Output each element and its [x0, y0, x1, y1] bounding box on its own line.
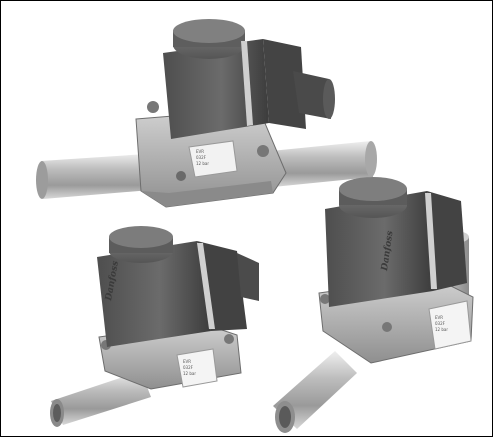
top-valve-connector: [293, 71, 331, 119]
svg-text:EVR: EVR: [183, 359, 191, 364]
right-valve-coil: [325, 191, 433, 307]
svg-text:032F: 032F: [183, 365, 194, 370]
left-valve-pipe: [51, 371, 151, 425]
svg-text:12 bar: 12 bar: [196, 161, 209, 166]
left-valve-coil: [97, 241, 211, 347]
top-valve: EVR 032F 12 bar: [36, 19, 377, 208]
svg-text:EVR: EVR: [196, 149, 204, 154]
svg-text:032F: 032F: [435, 321, 446, 326]
svg-text:12 bar: 12 bar: [183, 371, 196, 376]
right-valve-label-tag: [428, 300, 472, 350]
top-valve-left-pipe: [41, 153, 163, 199]
svg-text:12 bar: 12 bar: [435, 327, 448, 332]
top-valve-label-tag: [188, 140, 238, 178]
svg-text:EVR: EVR: [435, 315, 443, 320]
left-valve: EVR 032F 12 bar Danfoss: [50, 226, 259, 427]
left-valve-label-tag: [176, 348, 218, 388]
left-valve-connector: [237, 253, 259, 301]
svg-text:032F: 032F: [196, 155, 207, 160]
top-valve-right-pipe: [271, 141, 373, 187]
top-valve-coil: [163, 39, 269, 139]
right-valve-pipe: [273, 351, 357, 429]
right-valve: EVR 032F 12 bar Danfoss: [273, 177, 474, 433]
